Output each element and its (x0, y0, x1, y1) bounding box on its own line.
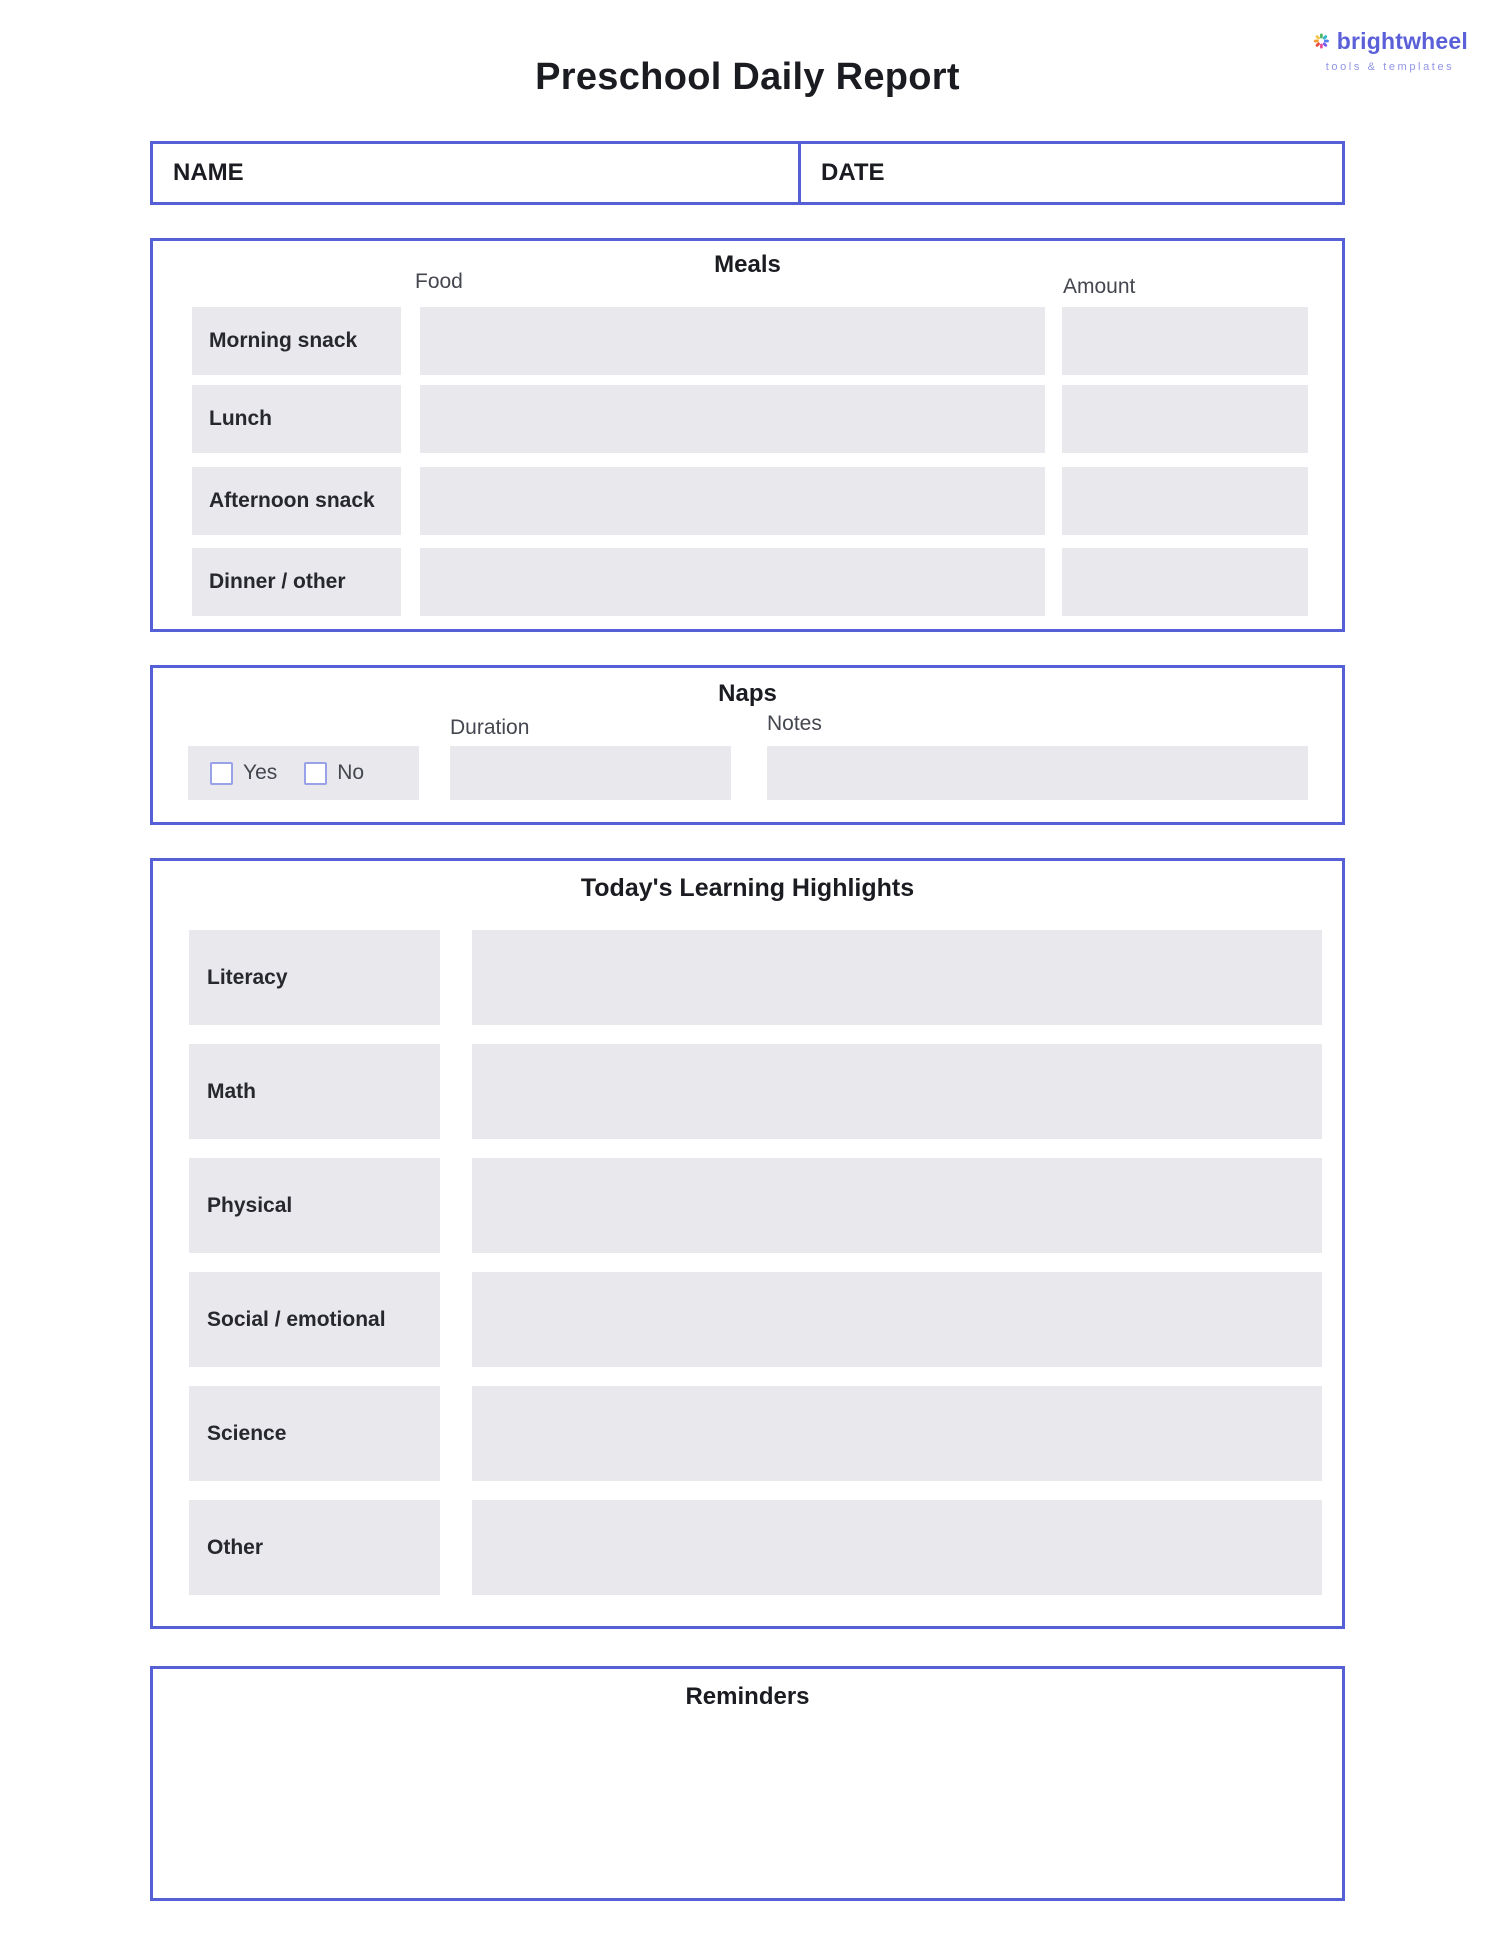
naps-section: Naps Duration Notes Yes No (150, 665, 1345, 825)
meal-amount-input-lunch[interactable] (1062, 385, 1308, 453)
naps-title: Naps (718, 680, 777, 707)
learning-input-science[interactable] (472, 1386, 1322, 1481)
learning-highlights-title: Today's Learning Highlights (580, 874, 915, 902)
reminders-section: Reminders (150, 1666, 1345, 1901)
brightwheel-pinwheel-icon (1313, 33, 1329, 49)
meal-row-label-afternoon-snack: Afternoon snack (192, 467, 401, 535)
learning-row-label-literacy: Literacy (189, 930, 440, 1025)
nap-yes-label: Yes (243, 761, 278, 784)
nap-yes-option[interactable]: Yes (210, 761, 277, 785)
meal-amount-input-dinner-other[interactable] (1062, 548, 1308, 616)
notes-column-header: Notes (767, 712, 822, 735)
reminders-input[interactable] (156, 1721, 1339, 1895)
meal-row-label-morning-snack: Morning snack (192, 307, 401, 375)
name-label: NAME (173, 159, 244, 186)
nap-duration-input[interactable] (450, 746, 731, 800)
learning-input-math[interactable] (472, 1044, 1322, 1139)
learning-row-label-physical: Physical (189, 1158, 440, 1253)
page-title: Preschool Daily Report (535, 56, 960, 98)
food-column-header: Food (415, 270, 463, 293)
date-label: DATE (821, 159, 885, 186)
learning-input-social-emotional[interactable] (472, 1272, 1322, 1367)
learning-row-label-social-emotional: Social / emotional (189, 1272, 440, 1367)
amount-column-header: Amount (1063, 275, 1136, 298)
learning-input-literacy[interactable] (472, 930, 1322, 1025)
meal-row-label-lunch: Lunch (192, 385, 401, 453)
meal-food-input-lunch[interactable] (420, 385, 1045, 453)
name-field[interactable]: NAME (153, 144, 798, 202)
learning-row-label-science: Science (189, 1386, 440, 1481)
learning-input-physical[interactable] (472, 1158, 1322, 1253)
learning-highlights-section: Today's Learning Highlights Literacy Mat… (150, 858, 1345, 1629)
learning-row-label-other: Other (189, 1500, 440, 1595)
nap-yes-no-group: Yes No (188, 746, 419, 800)
meal-food-input-afternoon-snack[interactable] (420, 467, 1045, 535)
duration-column-header: Duration (450, 716, 530, 739)
meal-amount-input-morning-snack[interactable] (1062, 307, 1308, 375)
name-date-box: NAME DATE (150, 141, 1345, 205)
meal-row-label-dinner-other: Dinner / other (192, 548, 401, 616)
nap-no-checkbox[interactable] (304, 761, 328, 785)
reminders-title: Reminders (685, 1683, 810, 1710)
logo-wordmark: brightwheel (1336, 27, 1468, 54)
meals-title: Meals (714, 251, 781, 278)
learning-input-other[interactable] (472, 1500, 1322, 1595)
nap-yes-checkbox[interactable] (210, 761, 233, 785)
date-field[interactable]: DATE (798, 144, 1342, 202)
meal-food-input-dinner-other[interactable] (420, 548, 1045, 616)
brightwheel-logo: brightwheel tools & templates (1312, 24, 1468, 73)
meals-section: Meals Food Amount Morning snack Lunch Af… (150, 238, 1345, 632)
meal-amount-input-afternoon-snack[interactable] (1062, 467, 1308, 535)
logo-tagline: tools & templates (1325, 61, 1455, 73)
nap-notes-input[interactable] (767, 746, 1308, 800)
learning-row-label-math: Math (189, 1044, 440, 1139)
meal-food-input-morning-snack[interactable] (420, 307, 1045, 375)
nap-no-option[interactable]: No (304, 761, 364, 785)
nap-no-label: No (337, 761, 365, 784)
